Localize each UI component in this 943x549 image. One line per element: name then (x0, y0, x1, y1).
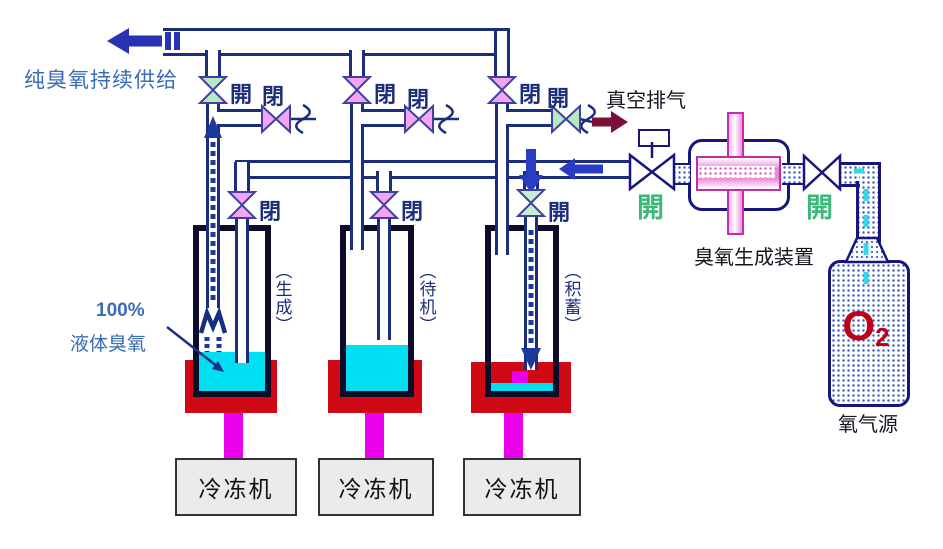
dewar2-feed-valve (368, 191, 400, 219)
dewar2-rim (340, 225, 350, 231)
dewar2-vent-valve-state: 閉 (407, 87, 430, 112)
cold-stem-3 (504, 413, 523, 458)
generator-inlet-valve-state: 開 (806, 193, 833, 223)
dewar3-vacuum-branch (506, 109, 552, 127)
dewar-1 (193, 225, 271, 397)
generator-outlet-valve-state: 開 (637, 193, 664, 223)
dewar2-vent-branch (361, 109, 406, 127)
dewar2-gas-tube (350, 102, 364, 250)
dewar3-supply-valve-state: 閉 (519, 82, 542, 107)
vacuum-exhaust-label: 真空排气 (606, 90, 686, 112)
dewar2-feed-drop (376, 171, 392, 193)
dewar3-supply-riser (494, 31, 510, 77)
dewar2-rim (391, 225, 414, 231)
dewar3-state-label: （积蓄） (561, 262, 581, 334)
valve-actuator-box (638, 129, 670, 147)
chiller-label: 冷冻机 (484, 476, 560, 502)
dewar1-vent-valve-state: 閉 (262, 84, 285, 109)
dewar1-state-label: （生成） (272, 262, 292, 334)
dewar3-fill-tube (524, 217, 538, 370)
oxygen-source-label: 氧气源 (838, 414, 898, 436)
generator-left-stub (672, 163, 690, 185)
dewar2-rim (364, 225, 377, 231)
dewar1-feed-drop (234, 162, 250, 193)
o2-pipe-vertical (856, 162, 881, 243)
o2-subscript: 2 (875, 322, 890, 352)
o2-symbol: O2 (828, 302, 904, 353)
dewar1-supply-valve-state: 開 (230, 82, 253, 107)
dewar1-supply-valve (197, 76, 229, 104)
dewar2-supply-riser (349, 50, 365, 76)
o2-pipe-horizontal (838, 162, 860, 187)
liquid-ozone-dewar3 (491, 383, 553, 391)
cold-stem-2 (365, 413, 384, 458)
chiller-box-3: 冷冻机 (463, 458, 581, 516)
generator-inlet-valve (802, 153, 842, 192)
dewar1-rim (220, 225, 235, 231)
o2-letter: O (842, 302, 876, 349)
dewar2-fill-tube (377, 217, 391, 340)
chiller-box-1: 冷冻机 (175, 458, 297, 516)
dewar3-rim (485, 225, 495, 231)
dewar1-supply-riser (205, 50, 221, 76)
dewar2-supply-valve-state: 閉 (374, 82, 397, 107)
dewar1-feed-valve (226, 191, 258, 219)
dewar1-fill-tube (235, 217, 249, 363)
dewar1-rim (193, 225, 206, 231)
dewar1-feed-valve-state: 閉 (259, 199, 282, 224)
generator-outlet-valve (628, 152, 676, 192)
vent-squiggle-3 (580, 103, 596, 135)
dewar3-rim (538, 225, 559, 231)
chiller-label: 冷冻机 (198, 476, 274, 502)
dewar3-feed-drop (523, 171, 539, 192)
generator-right-stub (782, 163, 806, 185)
dewar3-feed-valve-state: 開 (548, 200, 571, 225)
liquid-percent-label: 100% (96, 300, 145, 321)
vent-squiggle-1 (295, 103, 311, 135)
vent-squiggle-2 (438, 103, 454, 135)
generator-gas-channel (698, 166, 775, 178)
o2-bottle-body (828, 260, 910, 407)
dewar1-rim (249, 225, 271, 231)
o2-pipe-wall (856, 181, 859, 240)
pure-ozone-supply-label: 纯臭氧持续供给 (24, 69, 178, 92)
dewar-3 (485, 225, 559, 397)
dewar2-state-label: （待机） (416, 262, 436, 334)
feed-manifold-pipe (235, 160, 631, 179)
chiller-label: 冷冻机 (338, 476, 414, 502)
dewar3-vacuum-valve-state: 開 (547, 86, 570, 111)
vacuum-exhaust-arrow (579, 111, 628, 133)
chiller-box-2: 冷冻机 (318, 458, 434, 516)
dewar-2 (340, 225, 414, 397)
dewar2-feed-valve-state: 閉 (401, 199, 424, 224)
dewar3-feed-valve (515, 189, 547, 217)
ozone-generator-label: 臭氧生成装置 (694, 247, 814, 269)
cold-stem-1 (224, 413, 243, 458)
dewar1-vent-branch (217, 109, 263, 127)
dewar3-gas-tube (495, 102, 509, 255)
dewar3-stem-top (512, 371, 528, 383)
liquid-ozone-label: 液体臭氧 (70, 334, 147, 355)
dewar2-supply-valve (341, 76, 373, 104)
liquid-ozone-dewar2 (346, 345, 408, 391)
dewar3-supply-valve (486, 76, 518, 104)
dewar3-rim (509, 225, 524, 231)
dewar1-gas-tube (206, 102, 220, 308)
